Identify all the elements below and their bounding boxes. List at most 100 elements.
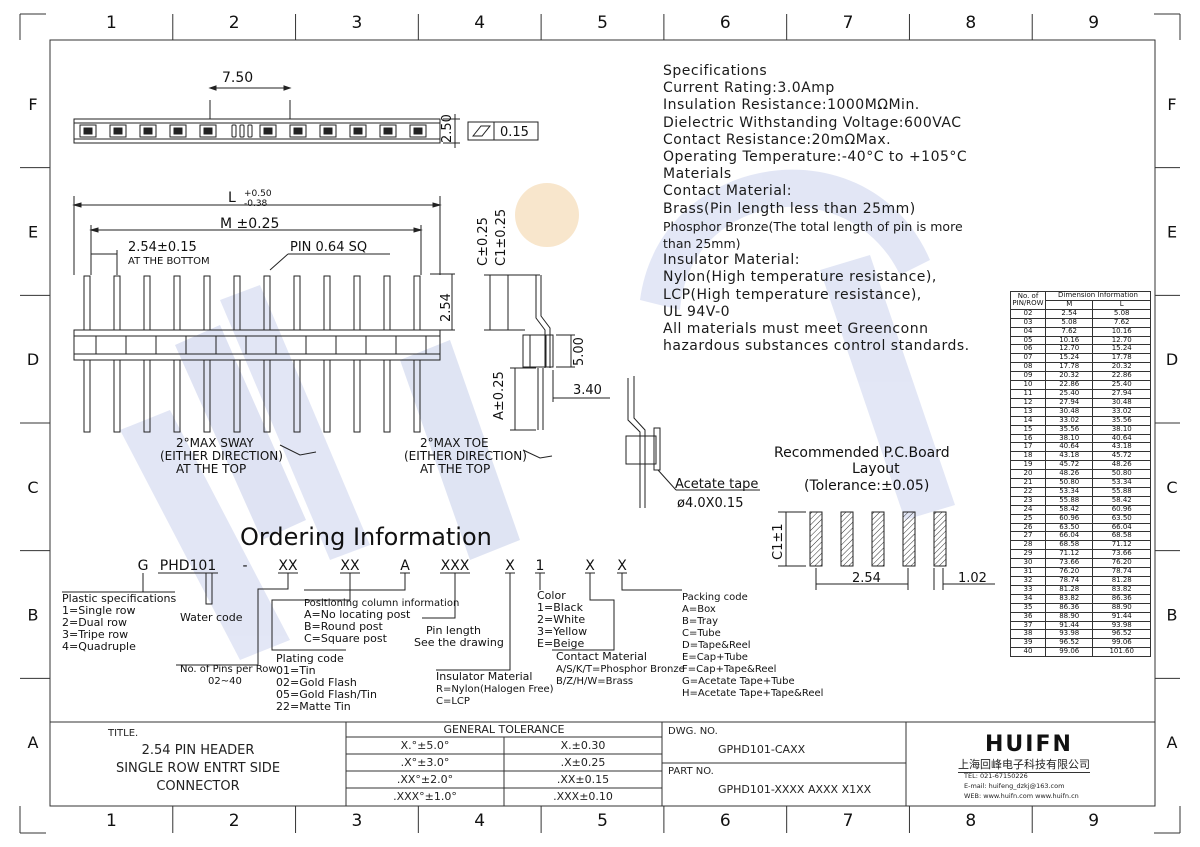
plating-0: Plating code	[276, 652, 344, 665]
acetate-size: ø4.0X0.15	[677, 496, 743, 511]
packing-0: Packing code	[682, 592, 748, 603]
dim-table-cell: 76.20	[1092, 558, 1151, 569]
ordering-code-segment: X	[617, 558, 627, 574]
company-tel: TEL: 021-67150226	[964, 772, 1028, 780]
dim-table-cell: 78.74	[1092, 567, 1151, 577]
ordering-code-segment: XX	[278, 558, 298, 574]
dim-table-cell: 33	[1010, 584, 1046, 595]
ordering-title: Ordering Information	[240, 523, 492, 551]
dim-table-cell: 55.88	[1092, 486, 1151, 497]
title-label: TITLE.	[108, 728, 139, 739]
dim-table-cell: 91.44	[1092, 611, 1151, 622]
top-view	[73, 85, 539, 148]
dim-table-cell: 15	[1010, 424, 1046, 435]
pins-per-row-1: 02~40	[208, 676, 242, 687]
dim-table-cell: 35	[1010, 602, 1046, 613]
dim-table-cell: 68.58	[1092, 531, 1151, 542]
dim-pin: PIN 0.64 SQ	[290, 240, 367, 255]
tolerance-cell: .XX±0.15	[556, 773, 610, 786]
sway-line-3: AT THE TOP	[176, 462, 246, 476]
dim-table-cell: 33.02	[1044, 415, 1094, 426]
ordering-code-segment: A	[400, 558, 410, 574]
dim-table-cell: 96.52	[1092, 629, 1151, 640]
positioning-0: Positioning column information	[304, 598, 459, 609]
tolerance-cell: .XXX±0.10	[553, 790, 613, 803]
dim-L: L	[228, 190, 236, 206]
grid-row-label: A	[1167, 733, 1178, 752]
grid-column-label: 8	[965, 811, 976, 831]
ordering-code-segment: G	[138, 558, 149, 574]
grid-column-label: 6	[720, 811, 731, 831]
grid-column-label: 8	[965, 13, 976, 33]
dim-table-cell: 96.52	[1044, 638, 1094, 649]
title-line: 2.54 PIN HEADER	[141, 743, 255, 758]
grid-row-label: F	[28, 95, 37, 114]
grid-row-label: D	[1166, 350, 1178, 369]
dim-top-width: 7.50	[222, 70, 253, 86]
pins-per-row-0: No. of Pins per Row	[180, 664, 277, 675]
ordering-code-segment: XX	[340, 558, 360, 574]
grid-column-label: 9	[1088, 811, 1099, 831]
dim-table-cell: 55.88	[1044, 495, 1094, 506]
grid-column-label: 2	[229, 811, 240, 831]
dim-A: A±0.25	[492, 371, 507, 420]
dim-M: M ±0.25	[220, 216, 279, 232]
grid-column-label: 3	[352, 811, 363, 831]
dim-table-cell: 66.04	[1092, 522, 1151, 533]
ordering-code-segment: X	[505, 558, 515, 574]
dim-table-cell: 101.60	[1092, 647, 1151, 658]
dwg-label: DWG. NO.	[668, 726, 718, 737]
dim-table-cell: 14	[1010, 415, 1046, 426]
spec-line: Materials	[663, 166, 732, 183]
grid-column-label: 5	[597, 811, 608, 831]
packing-3: C=Tube	[682, 628, 721, 639]
insulator-0: Insulator Material	[436, 670, 532, 683]
part-label: PART NO.	[668, 766, 714, 777]
title-text: 2.54 PIN HEADER SINGLE ROW ENTRT SIDE CO…	[50, 742, 346, 796]
grid-column-label: 4	[474, 811, 485, 831]
spec-line: Contact Material:	[663, 183, 793, 200]
dim-table-cell: 81.28	[1092, 576, 1151, 586]
dim-table-cell: 68.58	[1044, 540, 1094, 551]
spec-line: than 25mm)	[663, 236, 741, 252]
ordering-code-segment: XXX	[441, 558, 470, 574]
dim-top-height: 2.50	[440, 114, 455, 143]
dim-table-cell: 99.06	[1044, 647, 1094, 658]
dim-table-cell: 58.42	[1044, 504, 1094, 515]
dim-table-cell: 02	[1010, 308, 1046, 319]
dim-table-cell: 93.98	[1044, 629, 1094, 640]
contact-1: A/S/K/T=Phosphor Bronze	[556, 664, 685, 675]
spec-line: UL 94V-0	[663, 303, 731, 320]
ordering-leaders	[62, 573, 682, 671]
dim-table-cell: 5.08	[1092, 308, 1151, 319]
packing-2: B=Tray	[682, 616, 718, 627]
spec-line: All materials must meet Greenconn	[663, 321, 929, 338]
spec-line: Insulation Resistance:1000MΩMin.	[663, 97, 920, 114]
dim-table-cell: 38.10	[1092, 424, 1151, 435]
tolerance-cell: .X±0.25	[560, 756, 606, 769]
dim-table-cell: 24	[1010, 504, 1046, 515]
tolerance-cell: X.±0.30	[560, 739, 606, 752]
dim-table-cell: 63.50	[1092, 513, 1151, 524]
toe-line-1: 2°MAX TOE	[420, 436, 489, 450]
tolerance-cell: X.°±5.0°	[400, 739, 450, 752]
dim-table-cell: 83.82	[1044, 593, 1094, 604]
ordering-code-segment: 1	[536, 558, 545, 574]
acetate-label: Acetate tape	[675, 477, 758, 492]
packing-7: G=Acetate Tape+Tube	[682, 676, 795, 687]
pcb-pitch: 2.54	[852, 571, 881, 586]
grid-row-label: E	[1167, 223, 1177, 242]
positioning-3: C=Square post	[304, 632, 388, 645]
grid-column-label: 3	[352, 13, 363, 33]
